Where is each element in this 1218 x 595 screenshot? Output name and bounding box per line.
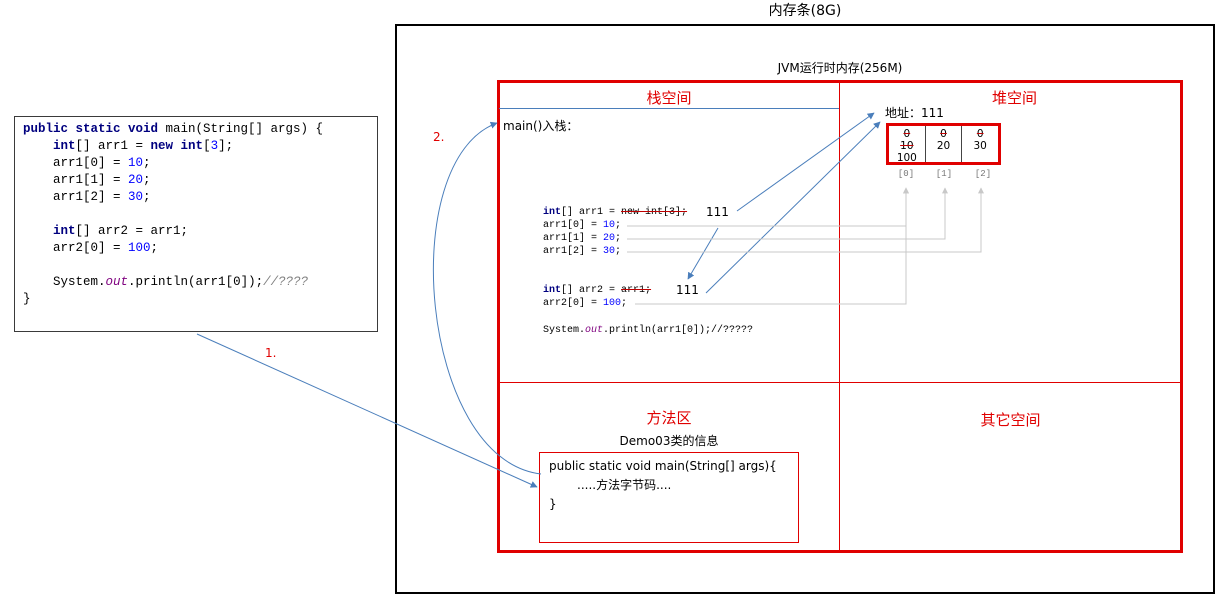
source-code-box: public static void main(String[] args) {… [14, 116, 378, 332]
arrow-arr2-to-heap [705, 121, 881, 294]
stack-frame-label: main()入栈： [503, 119, 579, 133]
heap-index-0: [0] [897, 169, 915, 179]
heap-cell-0: 0 10 100 [896, 128, 917, 164]
stack-header-line [499, 108, 839, 109]
jvm-box [497, 80, 1183, 553]
method-area-title: 方法区 [646, 409, 692, 427]
stack-code-block-2: int[] arr2 = arr1; arr2[0] = 100; [543, 285, 652, 309]
heap-index-1: [1] [935, 169, 953, 179]
heap-cell-2: 0 30 [961, 126, 998, 162]
heap-address: 地址：111 [885, 106, 944, 120]
method-bytecode-box: public static void main(String[] args){ … [539, 452, 799, 543]
step-2-label: 2. [433, 130, 445, 144]
heap-cell-1: 0 20 [924, 126, 962, 162]
ref-arr1-1 [627, 187, 948, 240]
ref-arr1-2 [627, 187, 984, 253]
ref-arr1-0 [627, 187, 909, 227]
heap-index-2: [2] [974, 169, 992, 179]
heap-title: 堆空间 [991, 89, 1037, 107]
vertical-divider [839, 82, 840, 552]
class-info-label: Demo03类的信息 [619, 434, 719, 448]
ref-arr2-0 [635, 187, 909, 305]
horizontal-divider [499, 382, 1181, 383]
stack-println: System.out.println(arr1[0]);//????? [543, 325, 754, 336]
stack-code-block-1: int[] arr1 = new int[3]; arr1[0] = 10; a… [543, 207, 688, 257]
arr1-address: 111 [706, 205, 729, 219]
jvm-title: JVM运行时内存(256M) [777, 61, 903, 75]
other-space-title: 其它空间 [980, 411, 1041, 429]
stack-title: 栈空间 [646, 89, 692, 107]
arr2-address: 111 [676, 283, 699, 297]
method-line-3: } [549, 497, 557, 511]
memory-title: 内存条(8G) [768, 3, 842, 19]
memory-box [395, 24, 1215, 594]
step-1-label: 1. [265, 346, 277, 360]
arrow-arr1-to-arr2 [687, 227, 719, 280]
method-line-1: public static void main(String[] args){ [549, 459, 777, 473]
heap-array: 0 10 100 0 20 0 30 [886, 123, 1001, 165]
arrow-arr1-to-heap [736, 112, 875, 212]
arrow-push-main [432, 121, 542, 475]
arrow-load-class [196, 333, 538, 488]
method-line-2: .....方法字节码.... [577, 478, 672, 492]
